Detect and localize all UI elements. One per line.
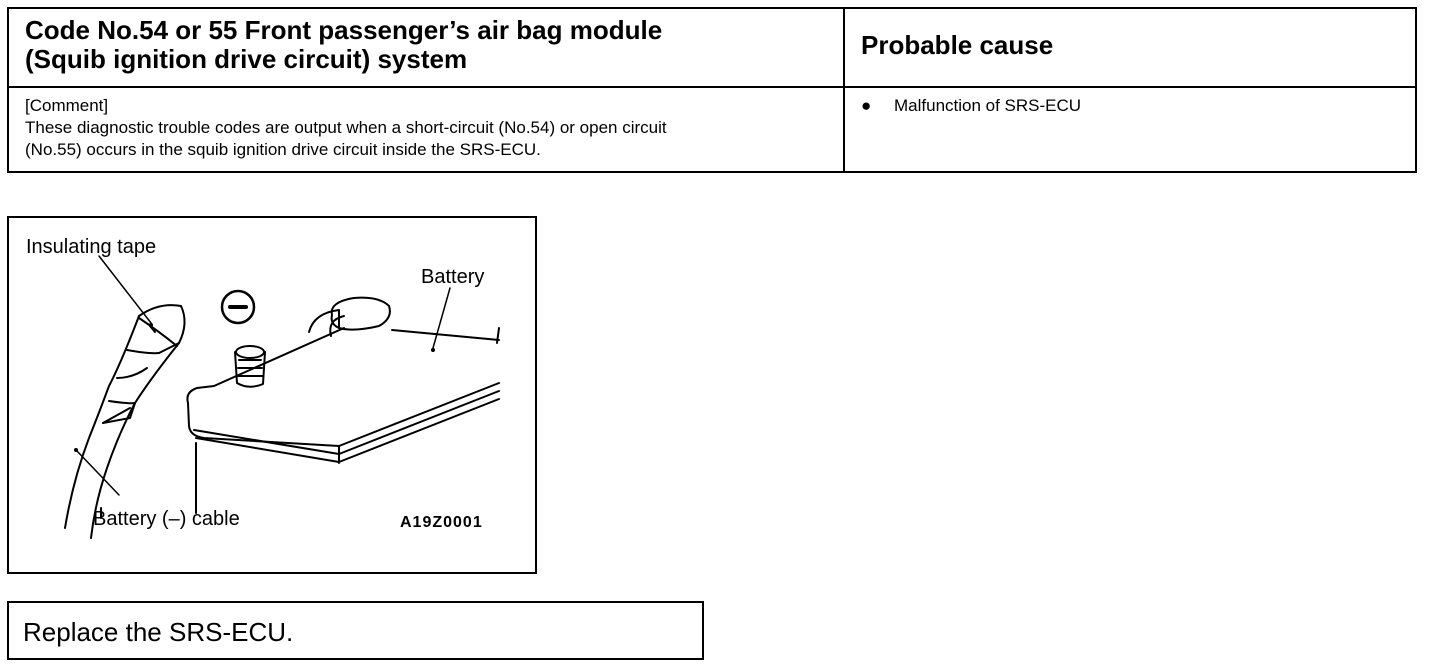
battery-cable-label: Battery (–) cable bbox=[93, 508, 240, 530]
battery-illustration bbox=[64, 255, 500, 539]
code-title-line1: Code No.54 or 55 Front passenger’s air b… bbox=[25, 15, 663, 45]
action-text: Replace the SRS-ECU. bbox=[23, 617, 294, 647]
battery-label: Battery bbox=[421, 266, 485, 288]
diagnostic-code-table: Code No.54 or 55 Front passenger’s air b… bbox=[7, 7, 1417, 173]
comment-text-line2: (No.55) occurs in the squib ignition dri… bbox=[25, 140, 541, 159]
code-header: Code No.54 or 55 Front passenger’s air b… bbox=[9, 9, 845, 88]
probable-cause-header: Probable cause bbox=[845, 9, 1415, 88]
comment-label: [Comment] bbox=[25, 96, 109, 115]
cable-illustration bbox=[64, 304, 186, 539]
insulating-tape-label: Insulating tape bbox=[26, 236, 157, 258]
battery-body bbox=[186, 296, 500, 514]
comment-cell: [Comment] These diagnostic trouble codes… bbox=[9, 88, 845, 171]
code-title-line2: (Squib ignition drive circuit) system bbox=[25, 44, 468, 74]
terminal-post bbox=[234, 345, 266, 388]
cause-text: Malfunction of SRS-ECU bbox=[894, 96, 1082, 115]
comment-text-line1: These diagnostic trouble codes are outpu… bbox=[25, 118, 667, 137]
probable-cause-cell: ● Malfunction of SRS-ECU bbox=[845, 88, 1415, 171]
minus-terminal-icon bbox=[220, 289, 256, 325]
figure-code: A19Z0001 bbox=[400, 514, 483, 531]
battery-figure: Insulating tape Battery Battery (–) cabl… bbox=[7, 216, 537, 574]
cause-list-item: ● Malfunction of SRS-ECU bbox=[861, 95, 1415, 117]
action-box: Replace the SRS-ECU. bbox=[7, 601, 704, 660]
bullet-icon: ● bbox=[861, 96, 872, 115]
